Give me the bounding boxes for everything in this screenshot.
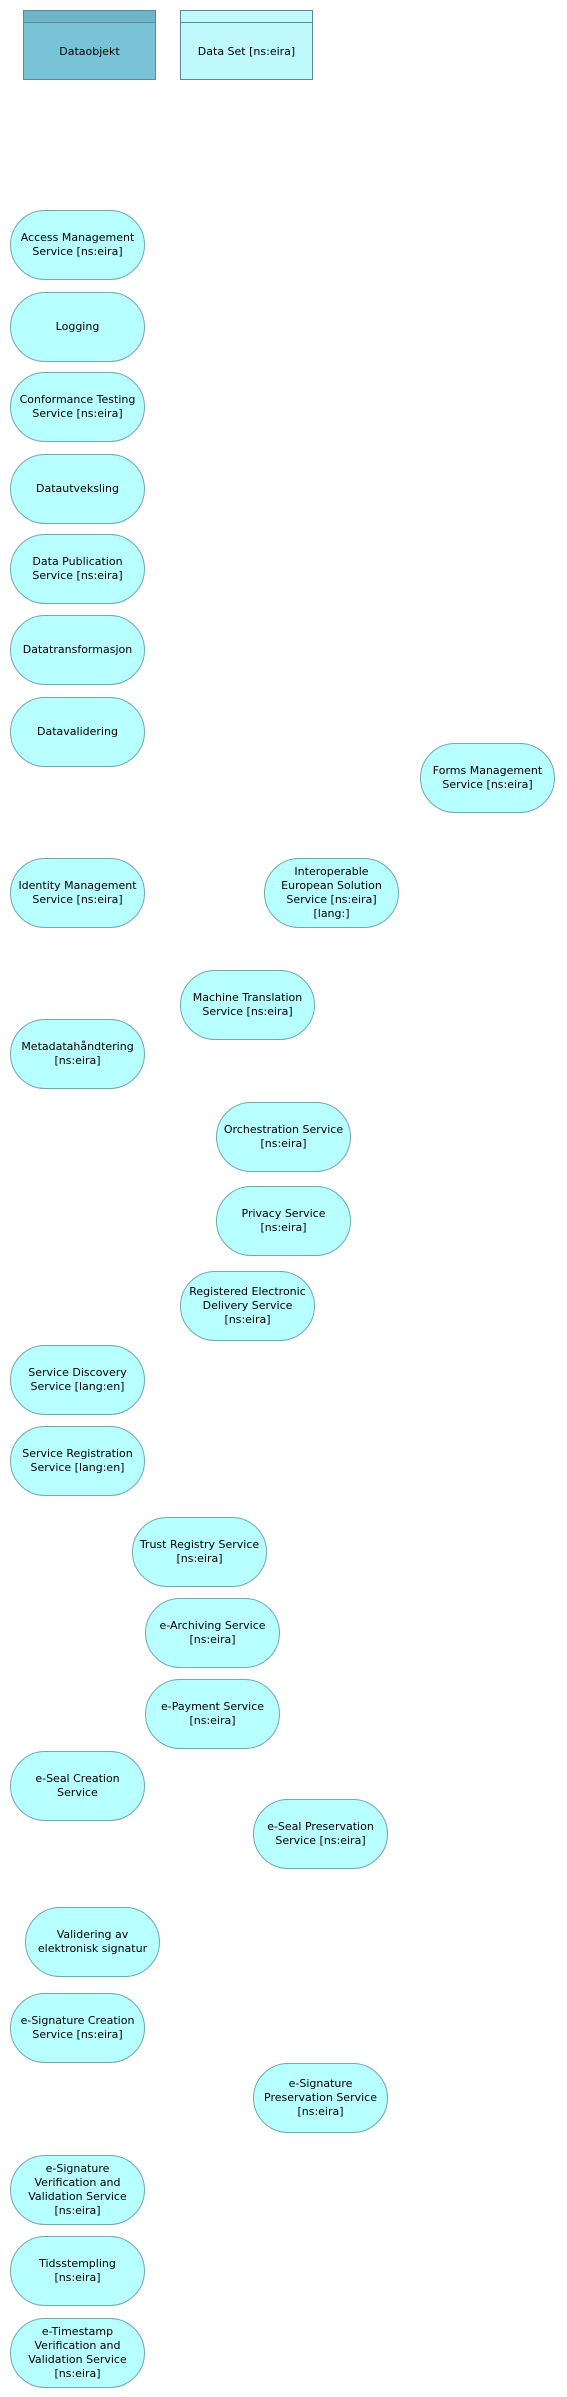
e-seal-creation-service[interactable]: e-Seal Creation Service	[10, 1751, 145, 1821]
conformance-testing-service[interactable]: Conformance Testing Service [ns:eira]	[10, 372, 145, 442]
data-set-legend[interactable]: Data Set [ns:eira]	[180, 10, 313, 80]
interoperable-european-solution-service[interactable]: Interoperable European Solution Service …	[264, 858, 399, 928]
privacy-service[interactable]: Privacy Service [ns:eira]	[216, 1186, 351, 1256]
e-seal-preservation-service[interactable]: e-Seal Preservation Service [ns:eira]	[253, 1799, 388, 1869]
timestamping-service[interactable]: Tidsstempling [ns:eira]	[10, 2236, 145, 2306]
metadata-management-service[interactable]: Metadatahåndtering [ns:eira]	[10, 1019, 145, 1089]
identity-management-service[interactable]: Identity Management Service [ns:eira]	[10, 858, 145, 928]
e-payment-service[interactable]: e-Payment Service [ns:eira]	[145, 1679, 280, 1749]
service-registration-service[interactable]: Service Registration Service [lang:en]	[10, 1426, 145, 1496]
machine-translation-service[interactable]: Machine Translation Service [ns:eira]	[180, 970, 315, 1040]
e-archiving-service[interactable]: e-Archiving Service [ns:eira]	[145, 1598, 280, 1668]
e-signature-creation-service[interactable]: e-Signature Creation Service [ns:eira]	[10, 1993, 145, 2063]
trust-registry-service[interactable]: Trust Registry Service [ns:eira]	[132, 1517, 267, 1587]
data-set-label: Data Set [ns:eira]	[197, 44, 296, 58]
electronic-signature-validation-service[interactable]: Validering av elektronisk signatur	[25, 1907, 160, 1977]
service-discovery-service[interactable]: Service Discovery Service [lang:en]	[10, 1345, 145, 1415]
orchestration-service[interactable]: Orchestration Service [ns:eira]	[216, 1102, 351, 1172]
data-object-label: Dataobjekt	[59, 44, 120, 58]
data-object-legend[interactable]: Dataobjekt	[23, 10, 156, 80]
e-timestamp-verification-validation-service[interactable]: e-Timestamp Verification and Validation …	[10, 2318, 145, 2388]
e-signature-preservation-service[interactable]: e-Signature Preservation Service [ns:eir…	[253, 2063, 388, 2133]
access-management-service[interactable]: Access Management Service [ns:eira]	[10, 210, 145, 280]
data-publication-service[interactable]: Data Publication Service [ns:eira]	[10, 534, 145, 604]
e-signature-verification-validation-service[interactable]: e-Signature Verification and Validation …	[10, 2155, 145, 2225]
data-transformation-service[interactable]: Datatransformasjon	[10, 615, 145, 685]
registered-electronic-delivery-service[interactable]: Registered Electronic Delivery Service […	[180, 1271, 315, 1341]
data-exchange-service[interactable]: Datautveksling	[10, 454, 145, 524]
logging-service[interactable]: Logging	[10, 292, 145, 362]
forms-management-service[interactable]: Forms Management Service [ns:eira]	[420, 743, 555, 813]
data-validation-service[interactable]: Datavalidering	[10, 697, 145, 767]
data-object-header	[24, 11, 155, 23]
data-set-header	[181, 11, 312, 23]
